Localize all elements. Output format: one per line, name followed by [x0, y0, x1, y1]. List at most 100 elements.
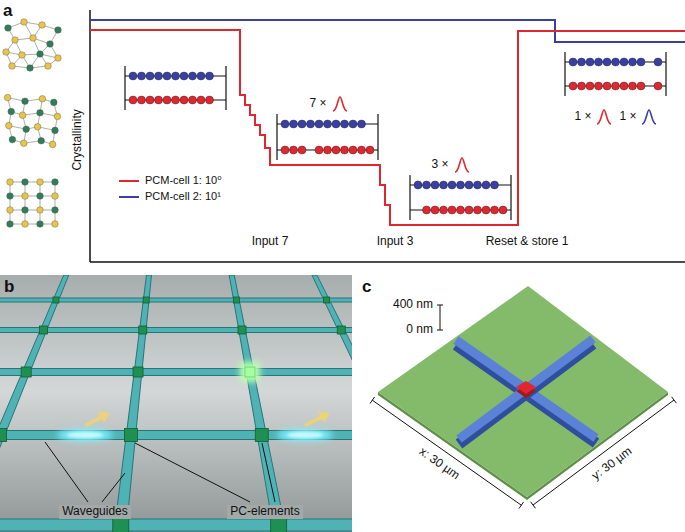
waveguide-ridge [456, 340, 596, 438]
bead-inset [307, 120, 315, 128]
bead-inset [457, 181, 465, 189]
waveguide [0, 369, 352, 376]
lattice-icon [19, 52, 26, 59]
pc-element [238, 326, 246, 334]
waveguide [0, 298, 352, 302]
lattice-icon [52, 193, 59, 200]
pc-element [113, 517, 129, 532]
dimension-label: x: 30 µm [416, 445, 462, 483]
lattice-icon [37, 193, 44, 200]
scale-bracket [672, 397, 677, 403]
bead-inset [189, 96, 197, 104]
bead-inset [603, 58, 611, 66]
bead-inset [298, 120, 306, 128]
bead-inset [163, 96, 171, 104]
light-pulse [287, 432, 323, 438]
bead-inset [637, 82, 645, 90]
lattice-icon [30, 35, 37, 42]
bead-inset [423, 206, 431, 214]
bead-inset [341, 146, 349, 154]
bead-inset [448, 206, 456, 214]
bead-inset [180, 96, 188, 104]
lattice-icon [39, 96, 46, 103]
legend-line [119, 196, 139, 198]
scale-bracket [370, 397, 375, 404]
bead-inset [324, 146, 332, 154]
bead-inset [125, 52, 666, 220]
legend-line [119, 180, 139, 182]
leader-line [135, 443, 250, 502]
lattice-icon [52, 179, 59, 186]
pc-element [271, 517, 287, 532]
leader-line [45, 442, 275, 502]
bead-inset [474, 181, 482, 189]
waveguide [0, 328, 352, 333]
bead-inset [564, 52, 565, 96]
lattice-icon [21, 140, 28, 147]
bead-inset [138, 72, 146, 80]
lattice-icon [37, 207, 44, 214]
bead-inset [197, 72, 205, 80]
bead-inset [474, 206, 482, 214]
waveguide [0, 275, 352, 532]
bead-inset [586, 58, 594, 66]
scale-label: 0 nm [406, 323, 433, 337]
lattice-icon [6, 122, 13, 129]
bead-inset [465, 206, 473, 214]
bead-inset [569, 82, 577, 90]
pc-element [337, 326, 345, 334]
bead-inset [206, 96, 214, 104]
pc-element [40, 326, 48, 334]
bead-inset [129, 72, 137, 80]
bead-inset [358, 146, 366, 154]
lattice-icon [37, 221, 44, 228]
bead-inset [366, 146, 374, 154]
bead-inset [324, 120, 332, 128]
pulse-symbol [455, 158, 469, 172]
pc-element [139, 326, 147, 334]
pc-element [0, 429, 7, 442]
bead-inset [281, 120, 289, 128]
lattice-icon [54, 113, 61, 120]
lattice-icon [23, 126, 30, 133]
bead-inset [586, 82, 594, 90]
step-label: Input 3 [377, 235, 414, 249]
pc-element [21, 367, 31, 377]
bead-inset [440, 206, 448, 214]
panel-letter: c [362, 277, 371, 297]
direction-arrow [84, 411, 110, 427]
part-label: PC-elements [227, 505, 302, 519]
leader-line [102, 473, 125, 502]
lattice-icons [3, 19, 62, 228]
pulse-count: 1 × [619, 110, 636, 124]
pc-element [124, 429, 137, 442]
direction-arrow [84, 411, 330, 427]
bead-inset [482, 181, 490, 189]
lattice-icon [7, 179, 59, 228]
part-label: Waveguides [59, 505, 131, 519]
bead-inset [510, 175, 511, 220]
legend-entry: PCM-cell 1: 10⁰ [118, 174, 222, 187]
bead-inset [277, 114, 378, 160]
bead-inset [431, 206, 439, 214]
lattice-icon [9, 136, 16, 143]
lattice-icon [5, 25, 12, 32]
bead-inset [491, 206, 499, 214]
scale-bracket [533, 400, 674, 505]
bead-inset [315, 146, 323, 154]
bead-inset [465, 181, 473, 189]
bead-inset [341, 120, 349, 128]
pulse-count: 1 × [574, 110, 591, 124]
lattice-icon [9, 63, 16, 70]
lattice-icon [22, 193, 29, 200]
pc-element [255, 429, 268, 442]
bead-inset [315, 120, 323, 128]
pc-element [240, 362, 260, 382]
bead-inset [349, 120, 357, 128]
bead-inset [125, 66, 226, 110]
pc-element [53, 297, 59, 303]
legend-entry: PCM-cell 2: 10¹ [118, 190, 222, 203]
bead-inset [332, 146, 340, 154]
bead-inset [578, 82, 586, 90]
